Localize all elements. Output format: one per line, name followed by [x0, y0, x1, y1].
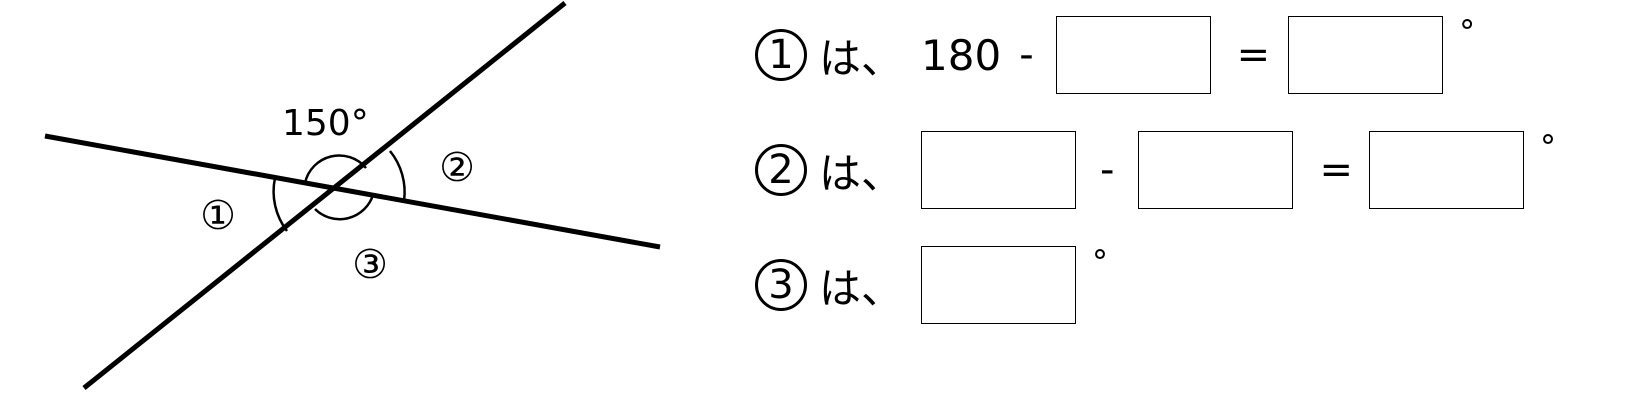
line-shallow: [44, 133, 661, 250]
number-badge-3: 3: [755, 259, 807, 311]
question-row-1: 1 は、 180 - = °: [755, 13, 1476, 95]
degree-sign: °: [1459, 13, 1476, 51]
number-badge-1: 1: [755, 29, 807, 81]
label-180: 180: [921, 30, 1002, 80]
angle-diagram: 150° ① ② ③: [44, 1, 661, 390]
angle-mark-3: ③: [352, 242, 388, 288]
angle-arc-3: [314, 194, 375, 221]
answer-box-2c[interactable]: [1368, 131, 1524, 209]
op-equals: =: [1236, 32, 1271, 78]
degree-sign: °: [1539, 128, 1556, 166]
answer-box-1b[interactable]: [1288, 16, 1444, 94]
question-row-2: 2 は、 - = °: [755, 128, 1556, 210]
label-ha: は、: [819, 33, 904, 83]
label-ha: は、: [819, 263, 904, 313]
answer-box-3[interactable]: [921, 246, 1077, 324]
angle-mark-1: ①: [200, 193, 236, 239]
angle-arc-150: [303, 154, 367, 184]
label-ha: は、: [819, 148, 904, 198]
angle-label-150: 150°: [282, 103, 369, 144]
degree-sign: °: [1092, 243, 1109, 281]
number-2: 2: [768, 147, 794, 193]
angle-arc-2: [389, 150, 406, 202]
op-minus: -: [1019, 32, 1034, 78]
answer-box-1a[interactable]: [1055, 16, 1211, 94]
number-1: 1: [768, 32, 794, 78]
answer-box-2a[interactable]: [921, 131, 1077, 209]
number-3: 3: [768, 262, 794, 308]
angle-mark-2: ②: [439, 145, 475, 191]
angle-arc-1: [272, 177, 288, 232]
line-steep: [82, 1, 567, 390]
question-row-3: 3 は、 °: [755, 243, 1109, 325]
op-equals: =: [1319, 147, 1353, 193]
answer-box-2b[interactable]: [1138, 131, 1294, 209]
op-minus: -: [1100, 147, 1115, 193]
number-badge-2: 2: [755, 144, 807, 196]
